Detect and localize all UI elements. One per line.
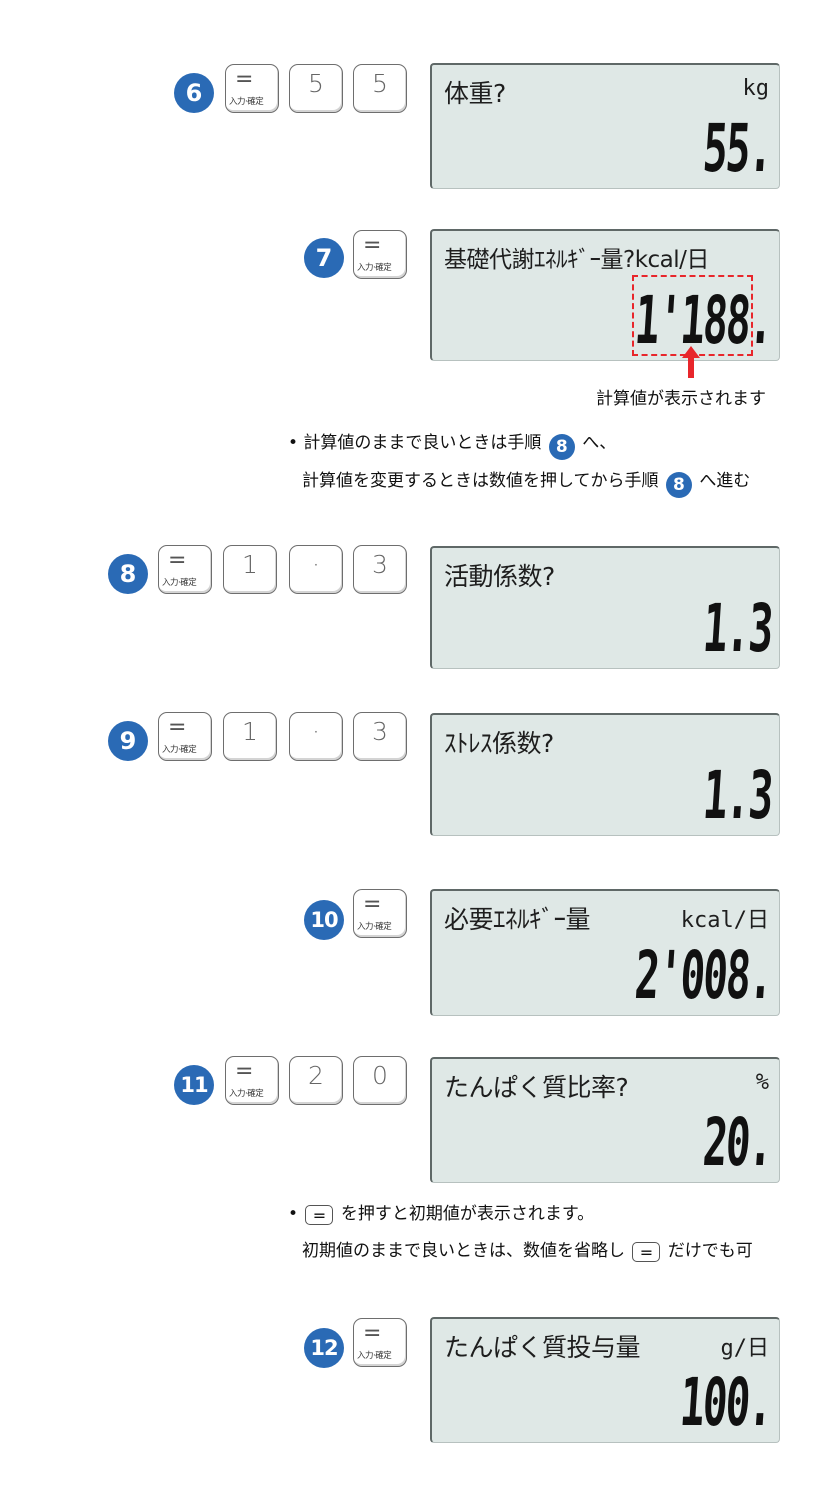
equal-key-icon: = [305,1205,334,1225]
key-label: 5 [308,69,324,98]
lcd-value: 100. [677,1364,774,1441]
lcd-prompt: たんぱく質比率? [444,1073,629,1102]
key-label: 1 [242,717,258,746]
key-label: 5 [372,69,388,98]
equal-symbol: = [168,715,187,740]
lcd-unit: g/日 [720,1336,770,1361]
note-line-3: • = を押すと初期値が表示されます。 [288,1199,594,1225]
key-label: · [312,717,320,746]
lcd-prompt: 基礎代謝ｴﾈﾙｷﾞｰ量?kcal/日 [444,247,709,273]
lcd-display: 活動係数? 1.3 [430,546,780,669]
lcd-prompt: ｽﾄﾚｽ係数? [444,729,554,758]
enter-confirm-label: 入力·確定 [229,1089,264,1099]
lcd-unit: % [755,1070,769,1095]
arrow-up-icon [682,346,700,378]
lcd-display: たんぱく質比率? % 20. [430,1057,780,1183]
step-number-badge: 10 [304,900,344,940]
lcd-prompt: 活動係数? [444,562,555,591]
step-number-badge: 6 [174,73,214,113]
lcd-display: ｽﾄﾚｽ係数? 1.3 [430,713,780,836]
lcd-prompt: 必要ｴﾈﾙｷﾞｰ量 [444,905,591,934]
digit-key[interactable]: 0 [353,1056,407,1105]
lcd-value: 2'008. [632,937,774,1014]
lcd-unit: kcal/日 [680,908,769,933]
lcd-value: 20. [700,1104,774,1181]
digit-key[interactable]: 1 [223,545,277,594]
note-line-1: • 計算値のままで良いときは手順 8 へ、 [288,428,616,460]
note-text: • 計算値のままで良いときは手順 [288,433,542,453]
key-label: 3 [372,550,388,579]
digit-key[interactable]: 1 [223,712,277,761]
lcd-value: 55. [700,110,774,187]
note-line-2: 計算値を変更するときは数値を押してから手順 8 へ進む [302,466,750,498]
note-text: だけでも可 [667,1241,753,1261]
equal-key-icon: = [632,1242,661,1262]
note-text: へ、 [582,433,617,453]
equal-enter-key[interactable]: = 入力·確定 [158,712,212,761]
note-text: 初期値のままで良いときは、数値を省略し [302,1241,625,1261]
enter-confirm-label: 入力·確定 [162,745,197,755]
digit-key[interactable]: 5 [289,64,343,113]
equal-symbol: = [235,67,254,92]
lcd-display: 基礎代謝ｴﾈﾙｷﾞｰ量?kcal/日 1'188. [430,229,780,361]
step-ref-badge: 8 [665,472,692,498]
decimal-point-key[interactable]: · [289,712,343,761]
equal-enter-key[interactable]: = 入力·確定 [225,1056,279,1105]
equal-enter-key[interactable]: = 入力·確定 [353,1318,407,1367]
equal-enter-key[interactable]: = 入力·確定 [353,889,407,938]
key-label: 1 [242,550,258,579]
step-number-badge: 9 [108,721,148,761]
enter-confirm-label: 入力·確定 [357,1351,392,1361]
lcd-value: 1.3 [700,757,774,834]
lcd-display: たんぱく質投与量 g/日 100. [430,1317,780,1443]
digit-key[interactable]: 5 [353,64,407,113]
step-number-badge: 7 [304,238,344,278]
key-label: 3 [372,717,388,746]
digit-key[interactable]: 3 [353,545,407,594]
note-text: へ進む [699,471,751,491]
equal-symbol: = [168,548,187,573]
enter-confirm-label: 入力·確定 [357,263,392,273]
callout-text: 計算値が表示されます [596,389,766,409]
lcd-display: 必要ｴﾈﾙｷﾞｰ量 kcal/日 2'008. [430,889,780,1016]
equal-enter-key[interactable]: = 入力·確定 [225,64,279,113]
enter-confirm-label: 入力·確定 [162,578,197,588]
enter-confirm-label: 入力·確定 [229,97,264,107]
lcd-display: 体重? kg 55. [430,63,780,189]
step-ref-badge: 8 [548,434,575,460]
key-label: 2 [308,1061,324,1090]
equal-enter-key[interactable]: = 入力·確定 [158,545,212,594]
key-label: · [312,550,320,579]
note-line-4: 初期値のままで良いときは、数値を省略し = だけでも可 [302,1236,753,1262]
equal-symbol: = [363,892,382,917]
note-text: を押すと初期値が表示されます。 [340,1204,595,1224]
digit-key[interactable]: 3 [353,712,407,761]
enter-confirm-label: 入力·確定 [357,922,392,932]
lcd-value: 1.3 [700,590,774,667]
step-number-badge: 8 [108,554,148,594]
equal-symbol: = [235,1059,254,1084]
lcd-unit: kg [742,76,770,101]
digit-key[interactable]: 2 [289,1056,343,1105]
highlight-box [632,275,753,356]
note-text: 計算値を変更するときは数値を押してから手順 [302,471,659,491]
step-number-badge: 11 [174,1065,214,1105]
key-label: 0 [372,1061,388,1090]
equal-symbol: = [363,1321,382,1346]
equal-symbol: = [363,233,382,258]
decimal-point-key[interactable]: · [289,545,343,594]
lcd-prompt: 体重? [444,79,506,108]
equal-enter-key[interactable]: = 入力·確定 [353,230,407,279]
lcd-prompt: たんぱく質投与量 [444,1333,641,1362]
step-number-badge: 12 [304,1328,344,1368]
note-text: • [288,1204,299,1224]
